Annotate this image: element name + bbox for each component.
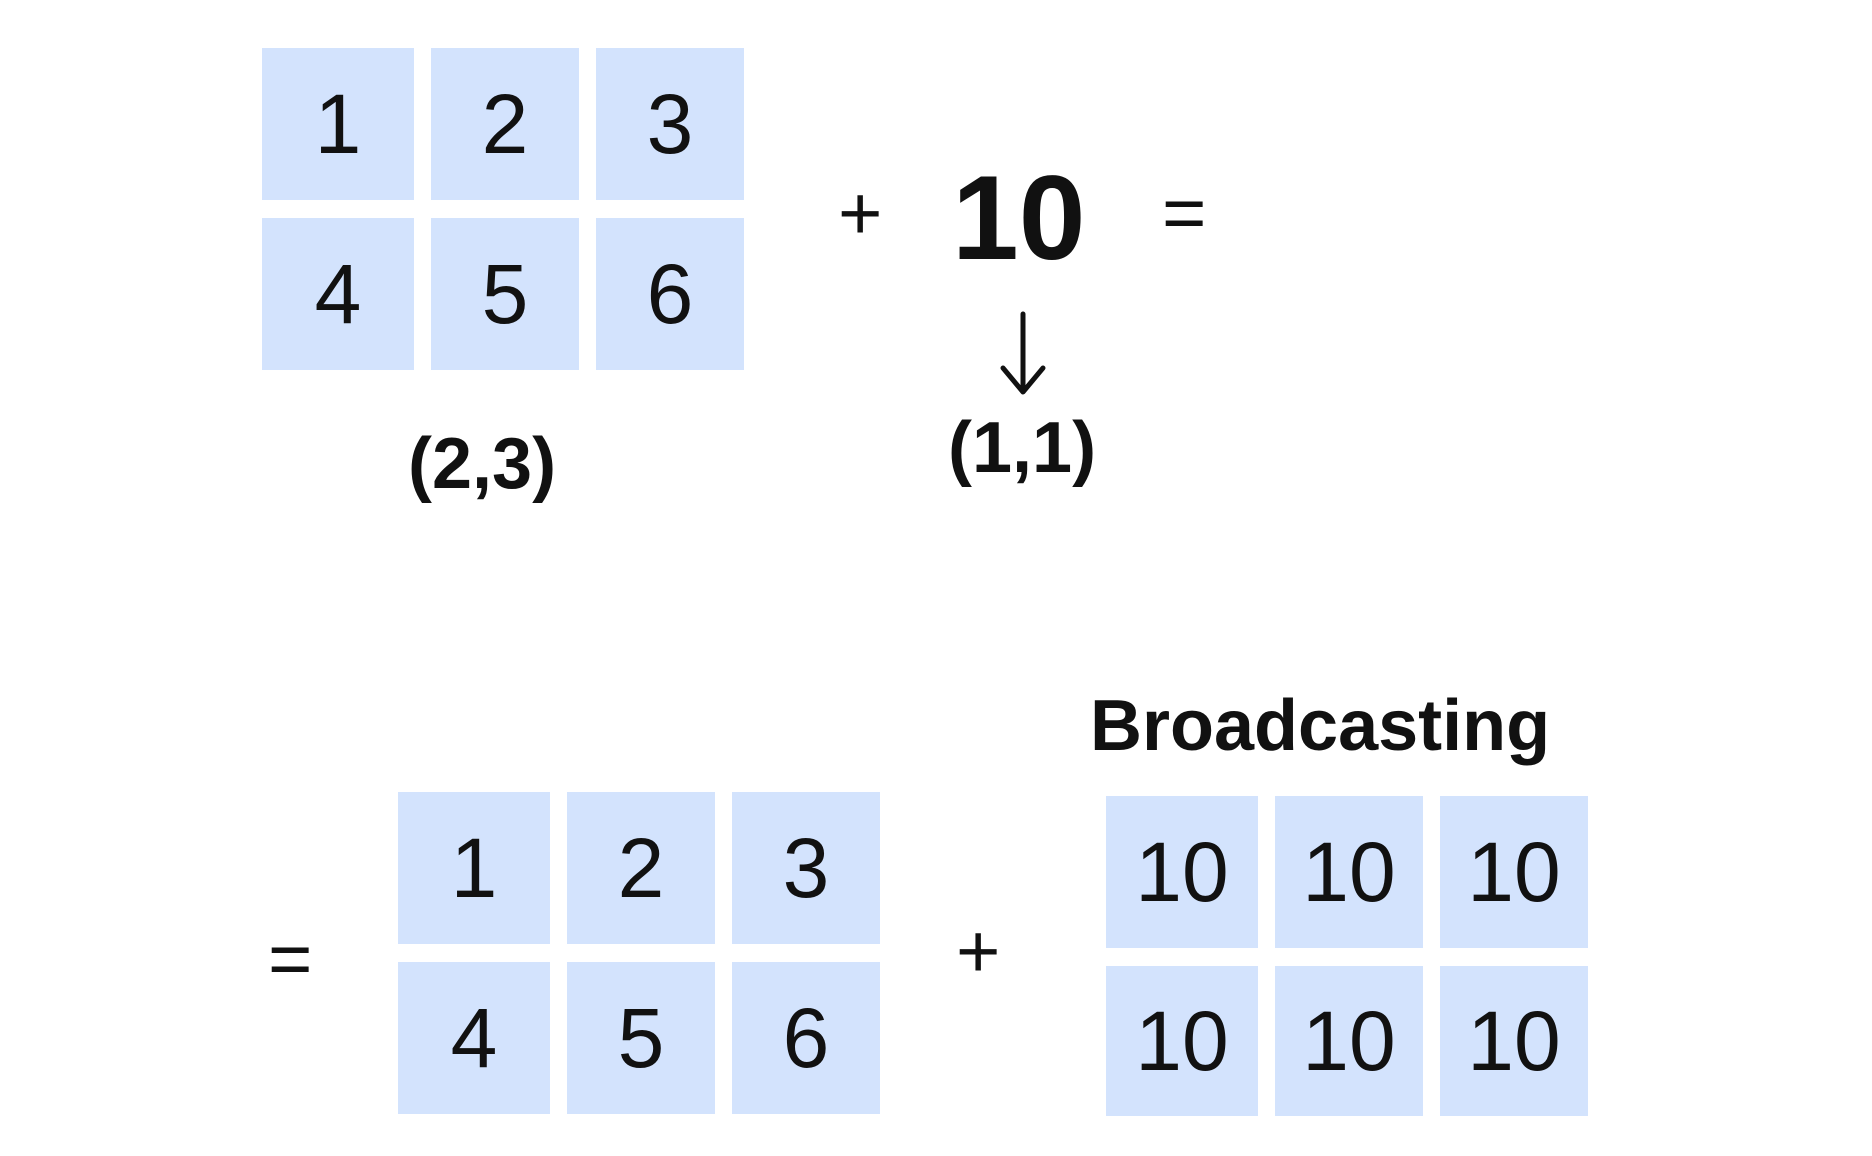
bottom-matrix-cell: 2 (567, 792, 715, 944)
top-matrix-cell: 5 (431, 218, 579, 370)
bottom-plus-operator: + (956, 909, 1001, 994)
broadcast-matrix-cell: 10 (1275, 966, 1423, 1116)
top-matrix-cell: 6 (596, 218, 744, 370)
broadcast-matrix-cell: 10 (1440, 796, 1588, 948)
top-matrix-cell: 3 (596, 48, 744, 200)
down-arrow-icon (1000, 311, 1046, 395)
top-matrix-cell: 4 (262, 218, 414, 370)
top-matrix-cell: 1 (262, 48, 414, 200)
broadcast-matrix-cell: 10 (1106, 796, 1258, 948)
scalar-value: 10 (952, 151, 1086, 285)
broadcasting-title: Broadcasting (1090, 686, 1551, 766)
bottom-matrix-cell: 4 (398, 962, 550, 1114)
top-equals-operator: = (1162, 171, 1207, 256)
broadcast-matrix-cell: 10 (1275, 796, 1423, 948)
bottom-matrix-cell: 1 (398, 792, 550, 944)
scalar-shape-label: (1,1) (948, 408, 1097, 488)
broadcast-matrix-cell: 10 (1440, 966, 1588, 1116)
top-matrix-shape-label: (2,3) (408, 424, 557, 504)
bottom-equals-operator: = (268, 917, 313, 1002)
bottom-matrix-cell: 5 (567, 962, 715, 1114)
broadcast-matrix-cell: 10 (1106, 966, 1258, 1116)
top-matrix-cell: 2 (431, 48, 579, 200)
bottom-matrix-cell: 6 (732, 962, 880, 1114)
top-plus-operator: + (838, 171, 883, 256)
bottom-matrix-cell: 3 (732, 792, 880, 944)
